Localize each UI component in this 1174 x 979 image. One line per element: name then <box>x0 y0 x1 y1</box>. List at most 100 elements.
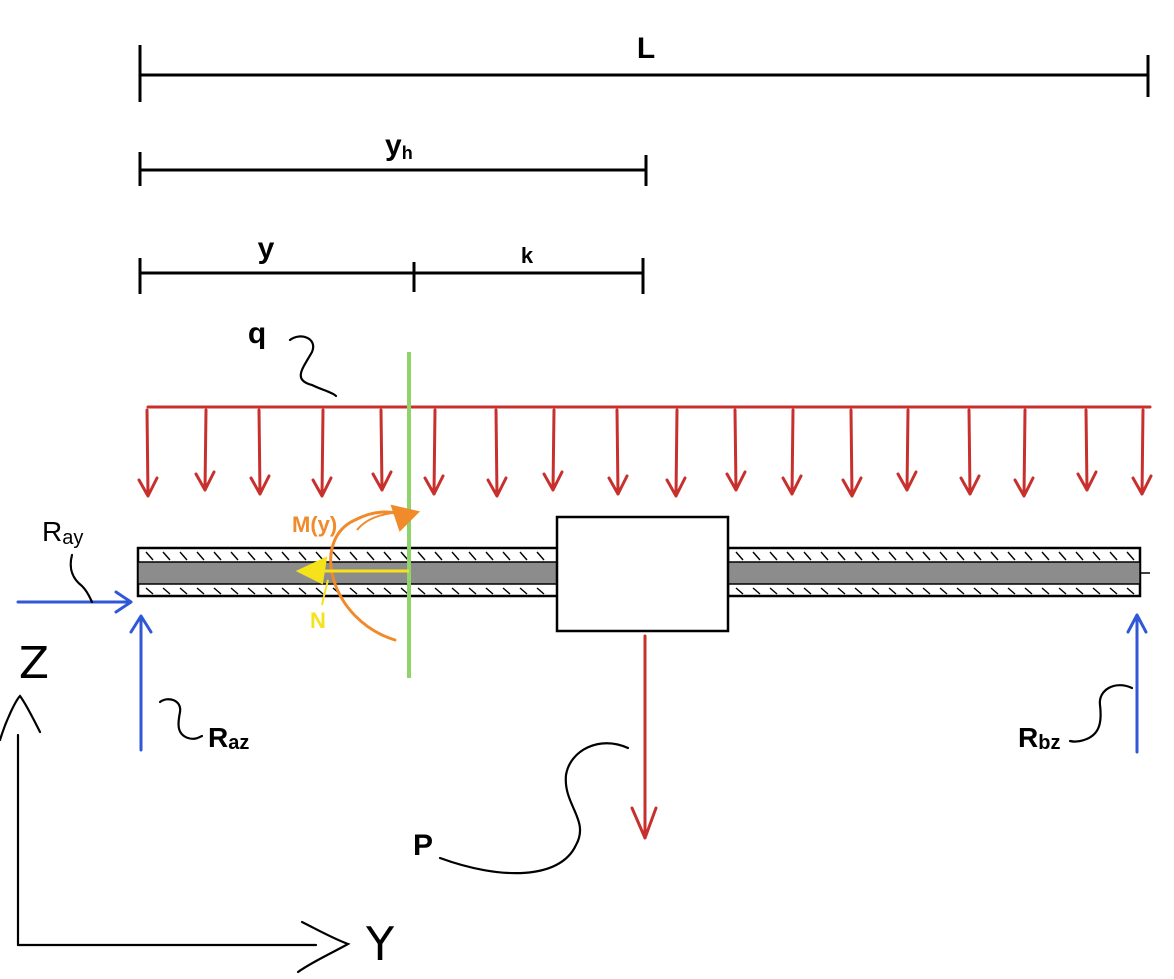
hatch-mark <box>179 551 188 561</box>
hatch-mark <box>315 587 324 595</box>
hatch-mark <box>383 551 392 561</box>
hatch-mark <box>536 551 545 561</box>
hatch-mark <box>434 587 443 595</box>
beam-hatching-left <box>145 551 545 595</box>
label-y: y <box>258 232 275 265</box>
reaction-Rbz: Rbz <box>1018 613 1148 754</box>
hatch-mark <box>519 551 528 561</box>
point-load-P: P <box>413 634 658 875</box>
hatch-mark <box>1058 551 1067 561</box>
hatch-mark <box>752 551 761 561</box>
hatch-mark <box>400 551 409 561</box>
beam-core-left <box>137 561 559 585</box>
attached-block <box>555 515 730 633</box>
label-Ray-sub: ay <box>62 527 83 549</box>
hatch-mark <box>939 587 948 595</box>
hatch-mark <box>786 551 795 561</box>
hatch-mark <box>820 587 829 595</box>
q-arrow <box>665 408 687 498</box>
hatch-mark <box>213 587 222 595</box>
hatch-mark <box>1007 587 1016 595</box>
hatch-mark <box>230 551 239 561</box>
q-arrow <box>607 408 629 496</box>
Raz-leader-squiggle <box>158 698 204 740</box>
hatch-mark <box>1058 587 1067 595</box>
hatch-mark <box>281 587 290 595</box>
label-Rbz-main: R <box>1018 722 1038 753</box>
hatch-mark <box>298 587 307 595</box>
hatch-mark <box>905 551 914 561</box>
hatch-mark <box>349 551 358 561</box>
q-arrow <box>841 408 863 498</box>
q-arrow <box>1013 408 1035 498</box>
hatch-mark <box>281 551 290 561</box>
hatch-mark <box>1109 587 1118 595</box>
q-arrow <box>249 408 271 496</box>
hatch-mark <box>854 551 863 561</box>
hatch-mark <box>383 587 392 595</box>
beam-core-right <box>727 561 1141 585</box>
hatch-mark <box>973 587 982 595</box>
hatch-mark <box>196 587 205 595</box>
hatch-mark <box>145 551 154 561</box>
reaction-Raz: Raz <box>129 614 249 754</box>
hatch-mark <box>451 551 460 561</box>
hatch-mark <box>1024 551 1033 561</box>
hatch-mark <box>1075 587 1084 595</box>
hatch-mark <box>400 587 409 595</box>
dimension-yh: yh <box>138 129 648 186</box>
hatch-mark <box>213 551 222 561</box>
hatch-mark <box>1075 551 1084 561</box>
hatch-mark <box>247 551 256 561</box>
q-arrow <box>194 408 216 492</box>
label-Ray-main: R <box>42 516 62 547</box>
P-leader-squiggle <box>438 742 630 875</box>
beam-hatching-right <box>735 551 1135 595</box>
hatch-mark <box>162 587 171 595</box>
hatch-mark <box>162 551 171 561</box>
label-Raz-sub: az <box>228 732 249 754</box>
label-yh-main: y <box>385 129 402 162</box>
hatch-mark <box>1007 551 1016 561</box>
hatch-mark <box>349 587 358 595</box>
z-axis-arrowhead <box>0 694 42 742</box>
hatch-mark <box>451 587 460 595</box>
hatch-mark <box>837 551 846 561</box>
dimension-L: L <box>138 32 1150 102</box>
q-arrow <box>1131 408 1153 496</box>
hatch-mark <box>502 587 511 595</box>
hatch-mark <box>820 551 829 561</box>
hatch-mark <box>922 551 931 561</box>
hatch-mark <box>803 587 812 595</box>
y-axis-arrowhead <box>296 920 351 974</box>
label-yh: yh <box>385 129 413 163</box>
hatch-mark <box>264 551 273 561</box>
moment-label-leader <box>356 512 393 531</box>
hatch-mark <box>145 587 154 595</box>
q-arrow <box>725 408 747 492</box>
hatch-mark <box>939 551 948 561</box>
hatch-mark <box>247 587 256 595</box>
hatch-mark <box>1092 551 1101 561</box>
q-arrow <box>542 408 564 492</box>
moment-arrowhead <box>390 504 420 532</box>
label-P: P <box>413 829 433 862</box>
label-axis-Z: Z <box>19 638 49 689</box>
hatch-mark <box>1126 587 1135 595</box>
hatch-mark <box>956 587 965 595</box>
label-Rbz: Rbz <box>1018 722 1060 754</box>
label-Raz-main: R <box>208 722 228 753</box>
Rbz-leader-squiggle <box>1068 684 1134 743</box>
hatch-mark <box>973 551 982 561</box>
moment-arc <box>329 510 402 642</box>
q-arrow <box>311 408 333 498</box>
hatch-mark <box>468 551 477 561</box>
q-arrow <box>959 408 981 496</box>
hatch-mark <box>485 551 494 561</box>
label-Ray: Ray <box>42 516 83 549</box>
hatch-mark <box>366 551 375 561</box>
q-arrow <box>423 408 445 496</box>
hatch-mark <box>298 551 307 561</box>
internal-moment: M(y) <box>292 504 420 642</box>
